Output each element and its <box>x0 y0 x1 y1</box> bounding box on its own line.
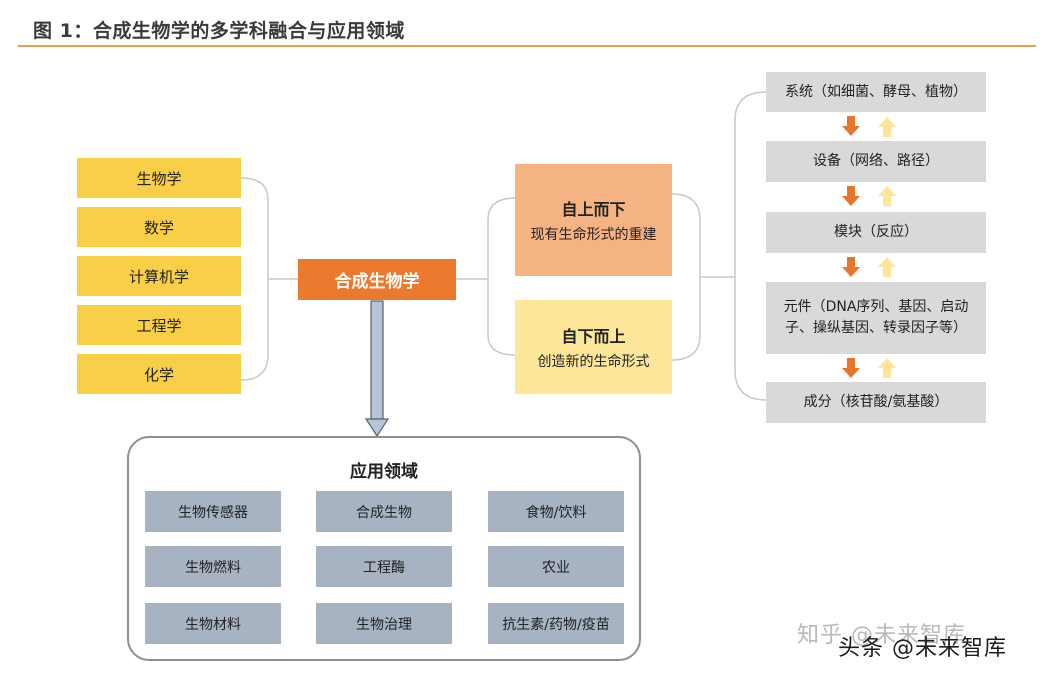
down-arrow-icon <box>842 186 860 206</box>
bottom-up-desc: 创造新的生命形式 <box>537 354 650 370</box>
synthetic-biology-box: 合成生物学 <box>298 259 456 300</box>
down-arrow-icon <box>842 358 860 378</box>
applications-title: 应用领域 <box>350 462 418 482</box>
up-arrow-icon <box>878 257 896 277</box>
discipline-box: 生物学 <box>77 158 241 198</box>
hierarchy-component: 成分（核苷酸/氨基酸） <box>766 382 986 423</box>
application-item: 生物材料 <box>145 603 281 644</box>
up-arrow-icon <box>878 186 896 206</box>
discipline-box: 化学 <box>77 354 241 394</box>
hierarchy-part: 元件（DNA序列、基因、启动子、操纵基因、转录因子等） <box>766 282 986 354</box>
up-arrow-icon <box>878 358 896 378</box>
application-item: 农业 <box>488 546 624 587</box>
up-arrow-icon <box>878 117 896 137</box>
top-down-box: 自上而下 现有生命形式的重建 <box>515 164 672 276</box>
figure-title: 图 1：合成生物学的多学科融合与应用领域 <box>33 20 405 42</box>
top-down-desc: 现有生命形式的重建 <box>530 227 657 243</box>
bottom-up-box: 自下而上 创造新的生命形式 <box>515 300 672 394</box>
discipline-box: 数学 <box>77 207 241 247</box>
down-arrow-icon <box>842 257 860 277</box>
title-divider <box>18 45 1036 47</box>
watermark-zhihu: 知乎 @未来智库 <box>797 623 966 648</box>
hierarchy-module: 模块（反应） <box>766 212 986 253</box>
application-item: 生物治理 <box>316 603 452 644</box>
discipline-box: 工程学 <box>77 305 241 345</box>
discipline-box: 计算机学 <box>77 256 241 296</box>
application-item: 生物传感器 <box>145 491 281 532</box>
hierarchy-device: 设备（网络、路径） <box>766 141 986 182</box>
application-item: 工程酶 <box>316 546 452 587</box>
watermark-toutiao: 头条 @未来智库 <box>838 636 1007 661</box>
application-item: 抗生素/药物/疫苗 <box>488 603 624 644</box>
bottom-up-heading: 自下而上 <box>561 327 626 346</box>
down-arrow-icon <box>842 116 860 136</box>
top-down-heading: 自上而下 <box>561 200 626 219</box>
application-item: 合成生物 <box>316 491 452 532</box>
application-item: 生物燃料 <box>145 546 281 587</box>
application-item: 食物/饮料 <box>488 491 624 532</box>
hierarchy-system: 系统（如细菌、酵母、植物） <box>766 72 986 112</box>
